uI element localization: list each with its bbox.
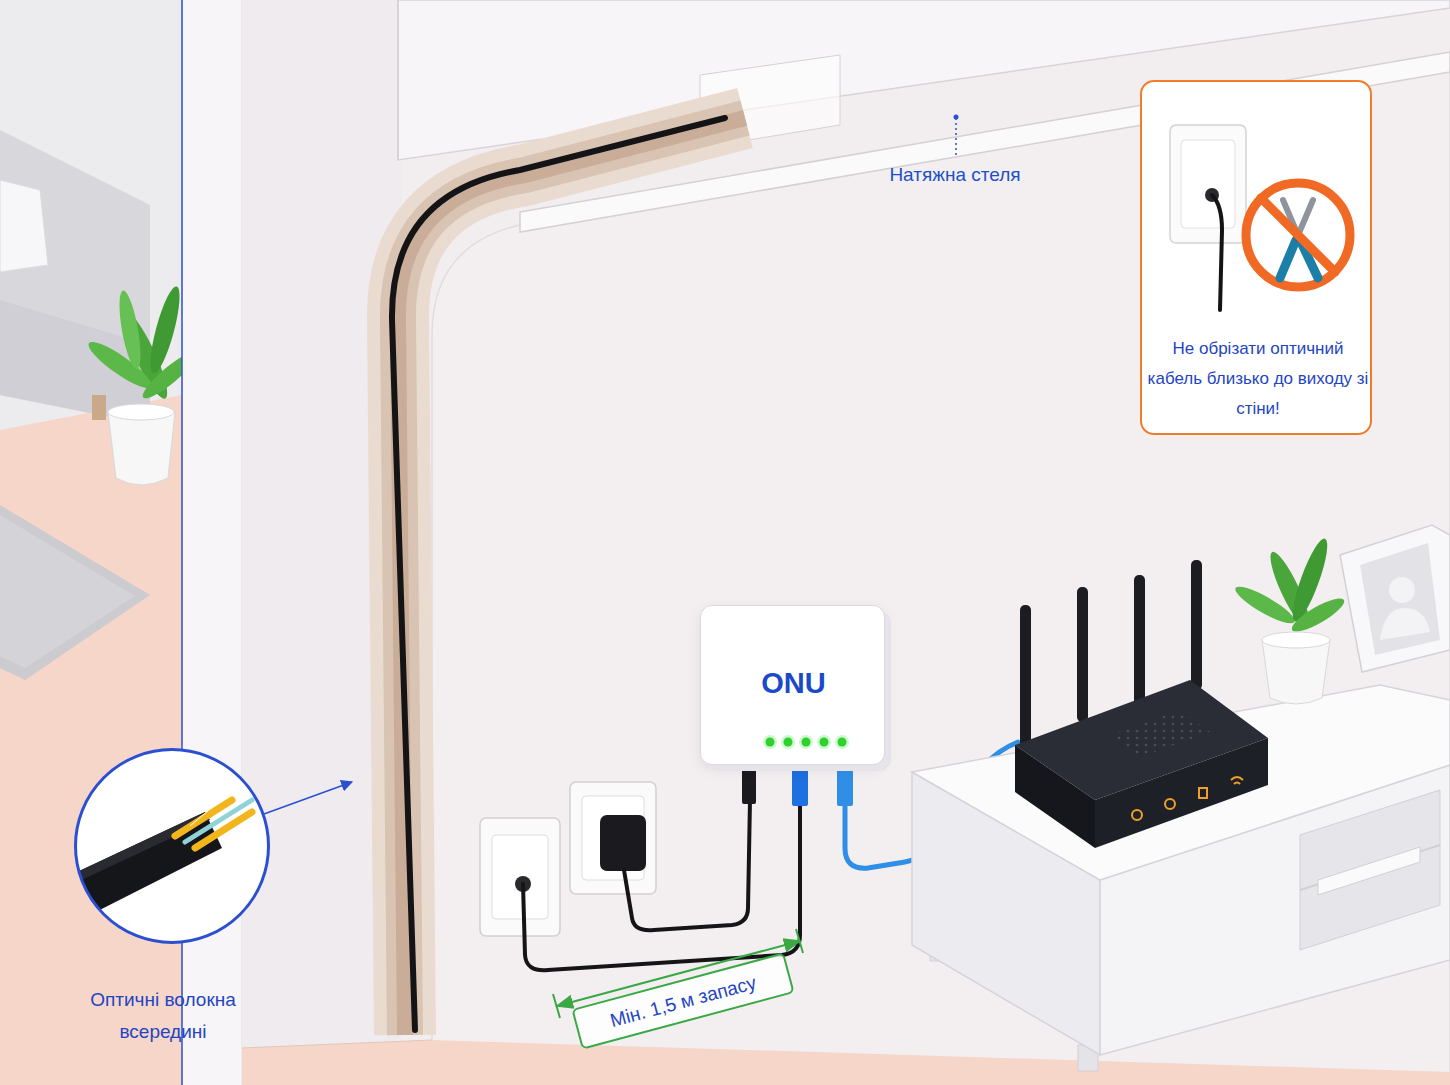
fiber-lens-part-part [195, 812, 252, 848]
wall-socket-part [492, 835, 548, 919]
shelf-plant-part [1262, 640, 1330, 704]
status-led-part [817, 735, 831, 749]
status-led-part [838, 738, 847, 747]
fiber-lens-part-part [60, 812, 210, 890]
shelf-plant-part [1262, 632, 1330, 648]
fiber-lens-part [264, 782, 352, 814]
floor [242, 1040, 1450, 1085]
router-part [1077, 587, 1088, 722]
fiber-lens [60, 750, 352, 942]
left-room-part [0, 180, 48, 272]
cables-part [624, 800, 750, 930]
cables-part [742, 760, 756, 804]
floor-part [242, 1040, 432, 1048]
wall-socket-part [600, 815, 646, 871]
fiber-lens-part [60, 792, 252, 930]
stretch-ceiling-part [397, 0, 399, 160]
fiber-callout: Оптичні волокна всередині [74, 748, 270, 944]
status-led-part [766, 738, 775, 747]
router [1015, 560, 1268, 848]
router-part [1015, 745, 1095, 848]
node-text: Оптичні волокна всередині [53, 984, 273, 1048]
wall-socket-part [480, 818, 560, 936]
cable-channel [392, 118, 745, 1035]
node-text: Мін. 1,5 м запасу [576, 963, 790, 1040]
status-led-part [763, 735, 777, 749]
tv-stand-part [1300, 790, 1440, 950]
floor-part [242, 1040, 1450, 1085]
warning-card-part [1181, 140, 1235, 228]
router-part [1199, 788, 1207, 798]
left-room-part [0, 395, 182, 1085]
router-part [1110, 710, 1210, 757]
router-part [1020, 605, 1031, 747]
left-room-part [0, 130, 150, 425]
status-led-part [784, 738, 793, 747]
router-part [1095, 738, 1268, 848]
ceiling-leader-part [954, 115, 959, 120]
warning-card [1140, 80, 1372, 435]
photo-frame-part [1340, 525, 1450, 672]
cables-part [837, 760, 853, 806]
fiber-lens-part-part [190, 792, 230, 826]
router-part [1132, 810, 1142, 820]
warning-card-part [1140, 80, 1372, 435]
no-cut-sign-part [1246, 183, 1350, 287]
left-plant-part [115, 289, 145, 371]
wall [182, 0, 1450, 1085]
warning-card-part [1212, 195, 1222, 310]
cable-channel-part [392, 118, 725, 1030]
node-text: Не обрізати оптичний кабель близько до в… [1144, 334, 1372, 424]
status-led-part [799, 735, 813, 749]
photo-frame-part [1389, 577, 1415, 603]
cables-part [523, 800, 800, 970]
warning-card-part [1170, 125, 1246, 243]
left-plant-part [108, 412, 175, 485]
router-part [1191, 560, 1202, 690]
left-plant-part [84, 336, 157, 394]
photo-frame-part [1360, 543, 1440, 655]
left-room-part [92, 395, 106, 420]
warning-box: Не обрізати оптичний кабель близько до в… [1140, 80, 1372, 435]
no-cut-sign [1246, 183, 1350, 287]
ceiling-label: Натяжна стеля [830, 164, 1080, 186]
onu-device: ONU [700, 605, 885, 765]
tv-stand-part [1318, 847, 1420, 895]
shelf-plant-part [1288, 593, 1348, 637]
status-led-part [820, 738, 829, 747]
status-led-part [802, 738, 811, 747]
no-cut-sign-part [1261, 198, 1335, 272]
status-led-part [781, 735, 795, 749]
ceiling-leader-part [955, 118, 957, 156]
cable-channel-part [398, 118, 745, 1035]
ceiling-leader [954, 115, 959, 157]
left-room-part [0, 505, 150, 680]
dimension-line-part [553, 994, 560, 1018]
no-cut-sign-part [1280, 240, 1296, 278]
shelf-plant [1232, 536, 1348, 704]
dimension-line-part [796, 929, 803, 953]
photo-frame [1340, 525, 1450, 672]
left-plant-part [108, 404, 174, 420]
photo-frame-part [1380, 608, 1430, 640]
router-part [1165, 799, 1175, 809]
wall-socket-part [570, 782, 656, 894]
cables-part [792, 760, 808, 806]
router-part [1231, 777, 1243, 784]
fiber-lens-part-part [60, 812, 222, 930]
cable-channel-part [398, 118, 745, 1035]
node-text: ONU [701, 666, 886, 700]
status-led [763, 735, 849, 749]
router-part [1134, 575, 1145, 705]
shelf-plant-part [1232, 581, 1299, 629]
left-room-part [0, 515, 135, 668]
cable-channel-part [398, 118, 745, 1035]
status-led-part [835, 735, 849, 749]
slack-dimension: Мін. 1,5 м запасу [571, 952, 794, 1050]
